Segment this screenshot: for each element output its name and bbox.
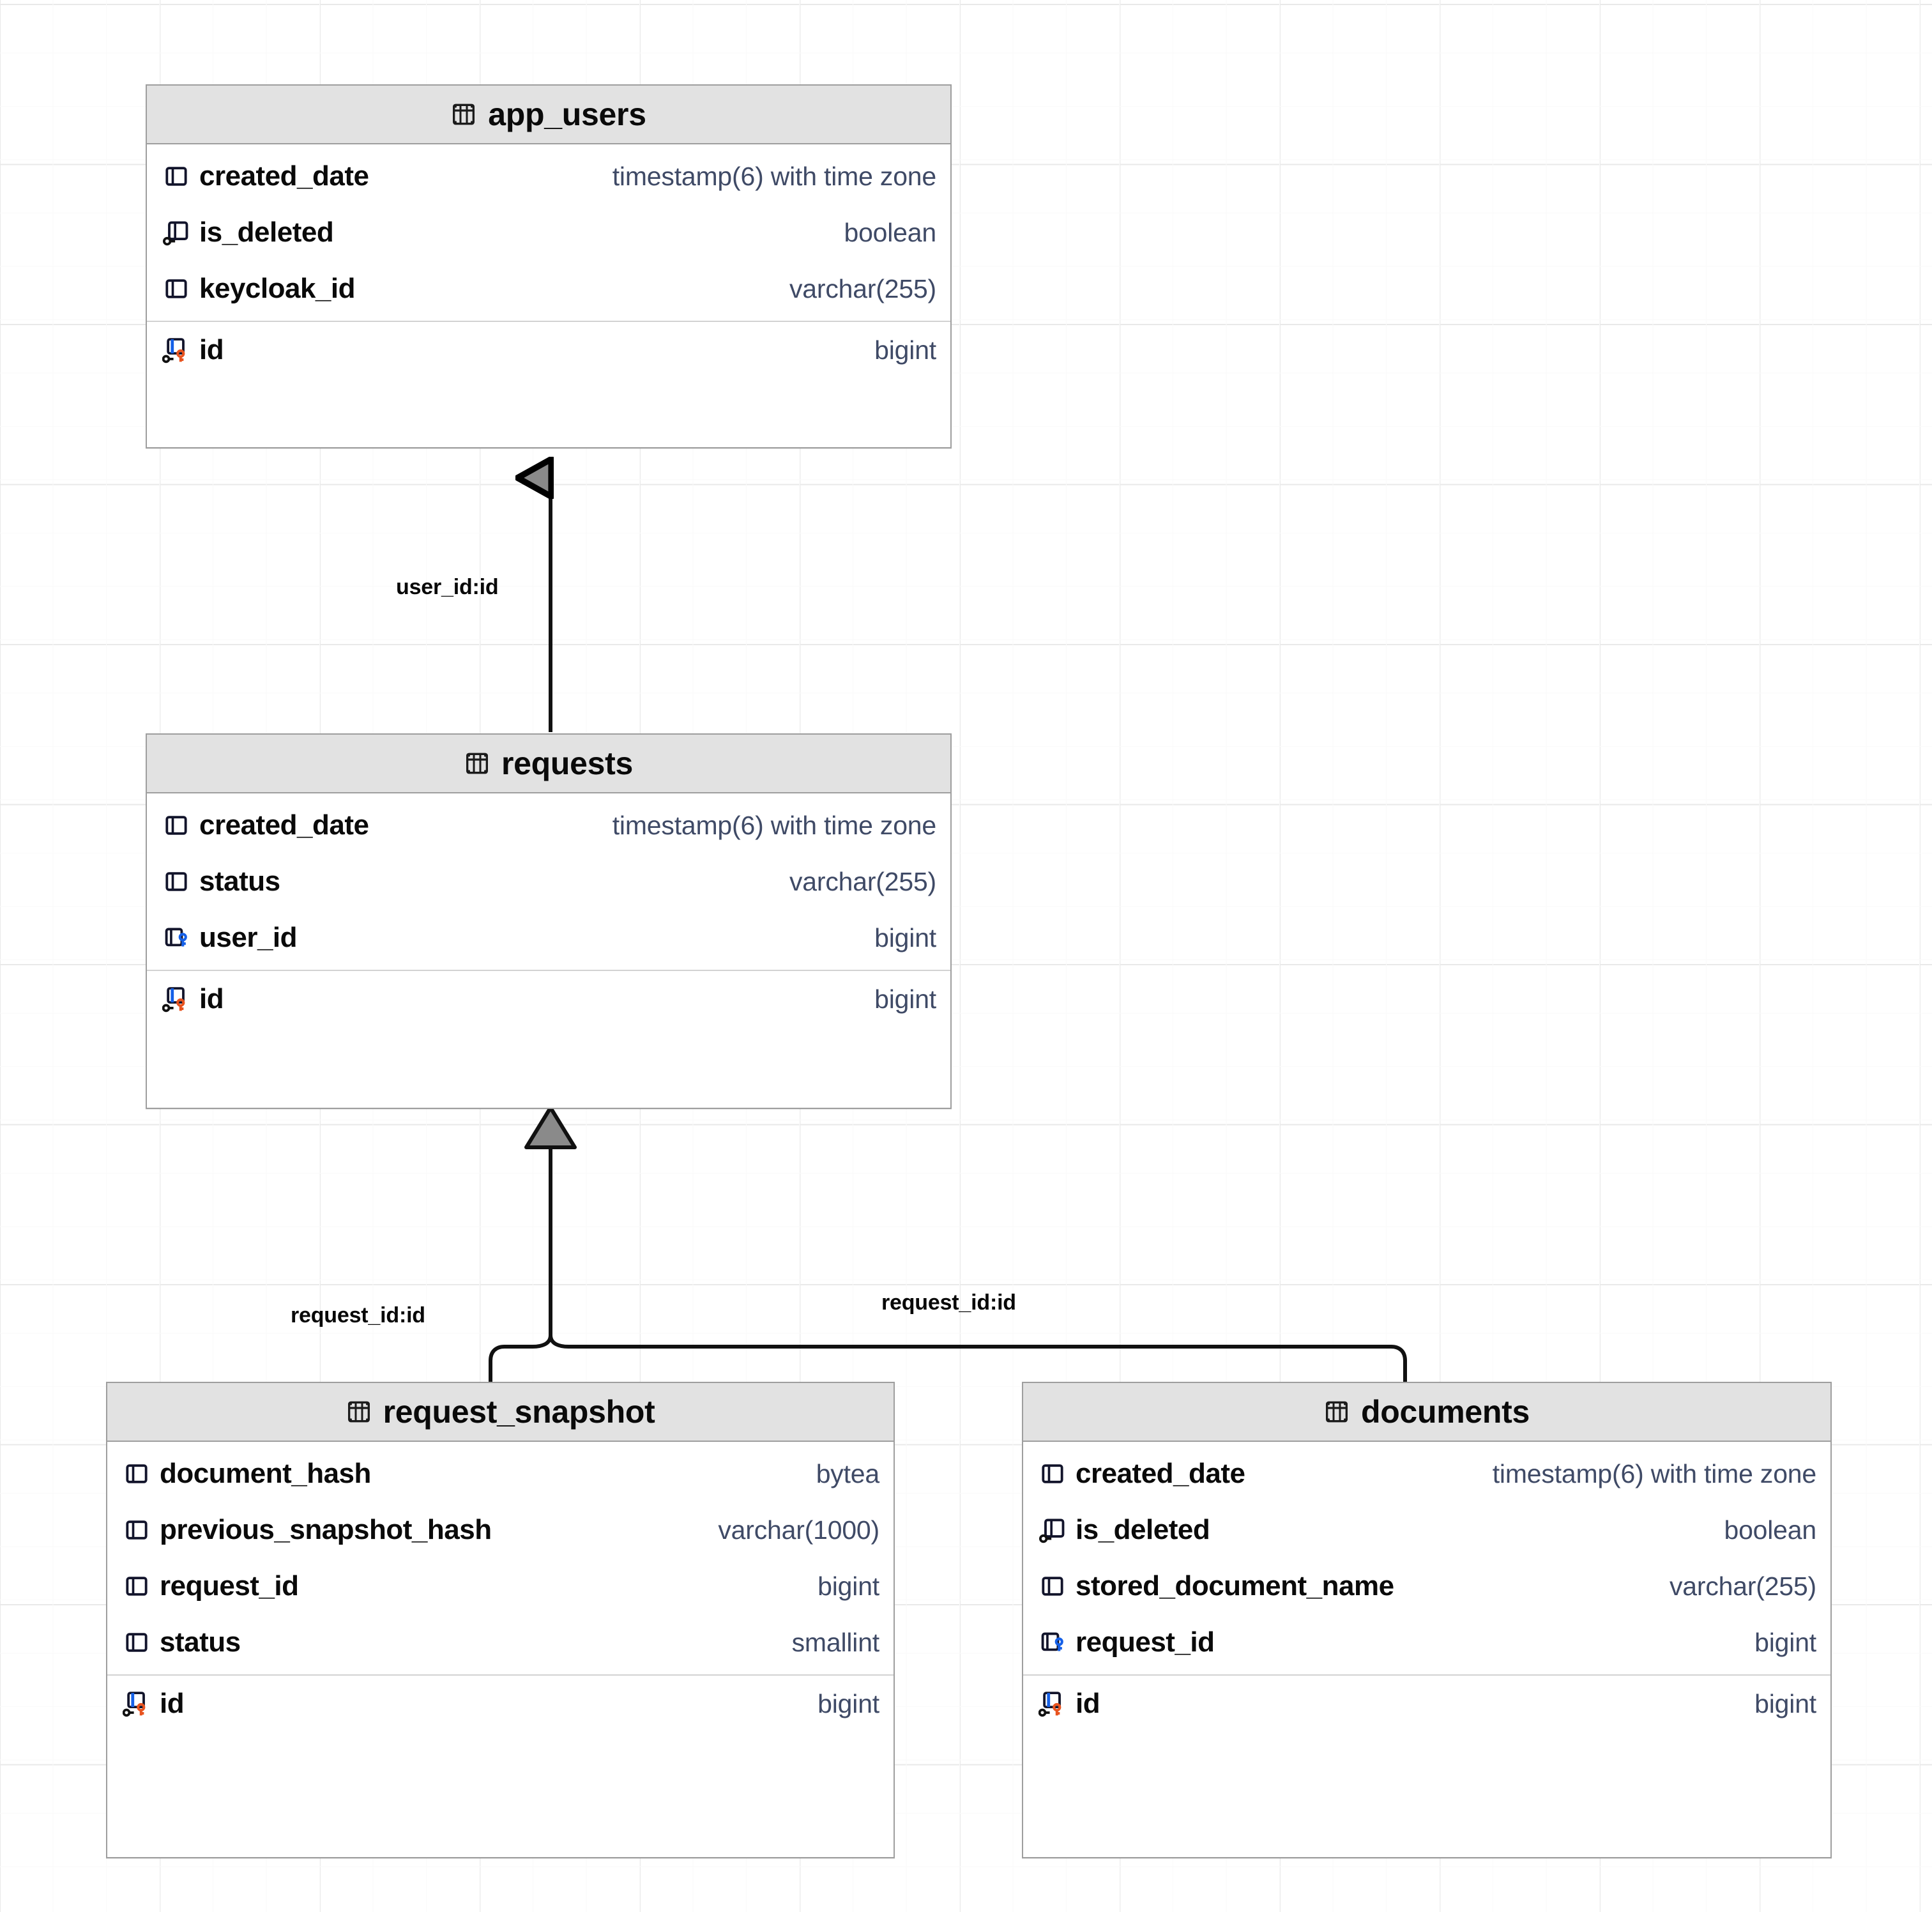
column-name: status [199, 866, 280, 897]
table-icon [466, 753, 488, 774]
column-icon [165, 167, 187, 186]
column-name: status [160, 1626, 241, 1658]
column-type: varchar(255) [789, 273, 936, 303]
primary-key-row[interactable]: id bigint [1023, 1674, 1830, 1731]
entity-header-requests[interactable]: requests [147, 735, 950, 793]
column-icon [165, 872, 187, 891]
column-row[interactable]: created_date timestamp(6) with time zone [147, 148, 950, 204]
column-type: smallint [791, 1627, 880, 1657]
column-type: bigint [1754, 1688, 1816, 1718]
entity-title: request_snapshot [383, 1394, 655, 1430]
column-icon [1042, 1577, 1063, 1596]
column-icon [1042, 1464, 1063, 1483]
column-row[interactable]: previous_snapshot_hash varchar(1000) [107, 1502, 894, 1558]
column-type: bytea [816, 1458, 880, 1488]
edge-label-user-id: user_id:id [396, 575, 499, 599]
edge-label-request-id-snapshot: request_id:id [291, 1303, 425, 1327]
primary-key-row[interactable]: id bigint [107, 1674, 894, 1731]
entity-title: app_users [488, 96, 646, 132]
primary-key-icon [162, 338, 185, 363]
column-row[interactable]: created_date timestamp(6) with time zone [147, 797, 950, 853]
entity-documents[interactable]: documents created_date timestamp(6) with… [1022, 1382, 1832, 1858]
column-name: is_deleted [1076, 1514, 1210, 1545]
column-row[interactable]: created_date timestamp(6) with time zone [1023, 1446, 1830, 1502]
entity-header-documents[interactable]: documents [1023, 1383, 1830, 1442]
column-name: created_date [199, 809, 369, 841]
column-row[interactable]: document_hash bytea [107, 1446, 894, 1502]
column-icon [126, 1577, 148, 1596]
column-icon [126, 1520, 148, 1540]
primary-key-icon [123, 1692, 146, 1717]
column-type: varchar(1000) [718, 1515, 879, 1545]
column-row[interactable]: is_deleted boolean [1023, 1502, 1830, 1558]
table-icon [1325, 1401, 1348, 1423]
table-icon [453, 103, 475, 125]
entity-app-users[interactable]: app_users created_date timestamp(6) with… [146, 84, 952, 448]
entity-title: requests [501, 746, 634, 781]
primary-key-icon [162, 987, 185, 1013]
column-nullable-icon [1039, 1518, 1065, 1543]
column-type: timestamp(6) with time zone [612, 810, 936, 840]
column-row[interactable]: user_id bigint [147, 910, 950, 966]
column-icon [165, 279, 187, 298]
column-type: bigint [874, 335, 936, 365]
table-icon [347, 1401, 370, 1423]
column-type: timestamp(6) with time zone [1492, 1458, 1816, 1488]
column-icon [126, 1633, 148, 1652]
column-row[interactable]: request_id bigint [1023, 1614, 1830, 1671]
column-row[interactable]: status smallint [107, 1614, 894, 1671]
column-name: document_hash [160, 1458, 371, 1489]
column-name: stored_document_name [1076, 1570, 1394, 1602]
column-name: id [199, 983, 224, 1014]
entity-request-snapshot[interactable]: request_snapshot document_hash bytea pre… [106, 1382, 895, 1858]
entity-body-app-users: created_date timestamp(6) with time zone… [147, 144, 950, 383]
column-type: bigint [818, 1688, 879, 1718]
entity-header-request-snapshot[interactable]: request_snapshot [107, 1383, 894, 1442]
column-icon [126, 1464, 148, 1483]
entity-body-requests: created_date timestamp(6) with time zone… [147, 793, 950, 1032]
column-name: user_id [199, 922, 298, 953]
column-name: id [160, 1688, 185, 1719]
column-row[interactable]: keycloak_id varchar(255) [147, 261, 950, 317]
column-type: timestamp(6) with time zone [612, 161, 936, 191]
column-name: keycloak_id [199, 273, 356, 304]
edge-label-request-id-documents: request_id:id [881, 1290, 1016, 1315]
column-type: bigint [1754, 1627, 1816, 1657]
column-type: boolean [844, 217, 936, 247]
column-type: bigint [874, 922, 936, 952]
foreign-key-icon [1041, 1632, 1063, 1651]
column-name: id [199, 334, 224, 365]
column-row[interactable]: request_id bigint [107, 1558, 894, 1614]
column-type: bigint [818, 1571, 879, 1601]
entity-body-request-snapshot: document_hash bytea previous_snapshot_ha… [107, 1442, 894, 1737]
column-icon [165, 816, 187, 835]
primary-key-icon [1038, 1692, 1061, 1717]
column-row[interactable]: is_deleted boolean [147, 204, 950, 261]
column-type: varchar(255) [789, 866, 936, 896]
column-row[interactable]: status varchar(255) [147, 853, 950, 910]
column-row[interactable]: stored_document_name varchar(255) [1023, 1558, 1830, 1614]
column-name: request_id [1076, 1626, 1215, 1658]
column-name: previous_snapshot_hash [160, 1514, 492, 1545]
entity-title: documents [1361, 1394, 1530, 1430]
entity-header-app-users[interactable]: app_users [147, 86, 950, 144]
entity-requests[interactable]: requests created_date timestamp(6) with … [146, 733, 952, 1109]
column-type: bigint [874, 984, 936, 1014]
primary-key-row[interactable]: id bigint [147, 970, 950, 1026]
column-name: created_date [199, 160, 369, 192]
column-name: id [1076, 1688, 1100, 1719]
column-name: created_date [1076, 1458, 1245, 1489]
entity-body-documents: created_date timestamp(6) with time zone… [1023, 1442, 1830, 1737]
column-type: boolean [1724, 1515, 1816, 1545]
foreign-key-icon [165, 928, 187, 947]
column-nullable-icon [163, 221, 188, 246]
primary-key-row[interactable]: id bigint [147, 321, 950, 377]
column-type: varchar(255) [1669, 1571, 1816, 1601]
column-name: request_id [160, 1570, 299, 1602]
column-name: is_deleted [199, 217, 334, 248]
